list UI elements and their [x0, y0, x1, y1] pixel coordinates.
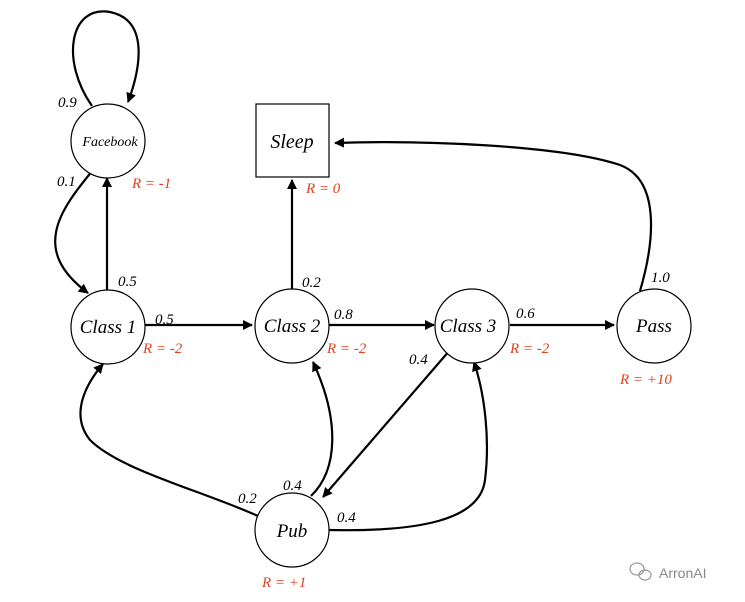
- node-pass-label: Pass: [635, 316, 672, 337]
- prob-class1-facebook: 0.5: [118, 274, 137, 290]
- prob-facebook-facebook: 0.9: [58, 95, 77, 111]
- node-facebook: Facebook: [70, 103, 146, 179]
- prob-class3-pass: 0.6: [516, 306, 535, 322]
- node-pub: Pub: [254, 492, 330, 568]
- node-class2: Class 2: [254, 288, 330, 364]
- node-class3-label: Class 3: [440, 316, 497, 337]
- reward-class2: R = -2: [326, 341, 367, 357]
- edge-pass-sleep: [334, 137, 653, 292]
- wechat-icon: [629, 562, 652, 581]
- edge-pub-class1: [79, 363, 259, 518]
- edge-facebook-class1: [54, 169, 94, 294]
- watermark-text: ArronAI: [659, 565, 706, 581]
- node-class1-label: Class 1: [80, 317, 137, 338]
- reward-class1: R = -2: [142, 341, 183, 357]
- edge-pub-class2: [310, 361, 334, 497]
- prob-class1-class2: 0.5: [155, 312, 174, 328]
- node-facebook-label: Facebook: [81, 135, 138, 150]
- node-pub-label: Pub: [276, 521, 308, 542]
- node-class1: Class 1: [70, 289, 146, 365]
- reward-facebook: R = -1: [131, 176, 171, 192]
- node-sleep-label: Sleep: [270, 131, 313, 153]
- edge-facebook-facebook: [71, 10, 140, 107]
- prob-pub-class2: 0.4: [283, 478, 302, 494]
- edge-pub-class3: [327, 361, 489, 532]
- prob-pub-class1: 0.2: [238, 491, 257, 507]
- prob-pass-sleep: 1.0: [651, 270, 670, 286]
- prob-class2-sleep: 0.2: [302, 275, 321, 291]
- reward-pub: R = +1: [261, 575, 306, 591]
- reward-pass: R = +10: [619, 372, 672, 388]
- prob-pub-class3: 0.4: [337, 510, 356, 526]
- node-class2-label: Class 2: [264, 316, 321, 337]
- watermark: ArronAI: [629, 562, 706, 581]
- node-class3: Class 3: [434, 288, 510, 364]
- prob-class2-class3: 0.8: [334, 307, 353, 323]
- node-sleep: Sleep: [255, 103, 330, 178]
- prob-facebook-class1: 0.1: [57, 174, 76, 190]
- edge-class3-pub: [322, 349, 451, 498]
- reward-sleep: R = 0: [305, 181, 341, 197]
- reward-class3: R = -2: [509, 341, 550, 357]
- node-pass: Pass: [616, 288, 692, 364]
- prob-class3-pub: 0.4: [409, 352, 428, 368]
